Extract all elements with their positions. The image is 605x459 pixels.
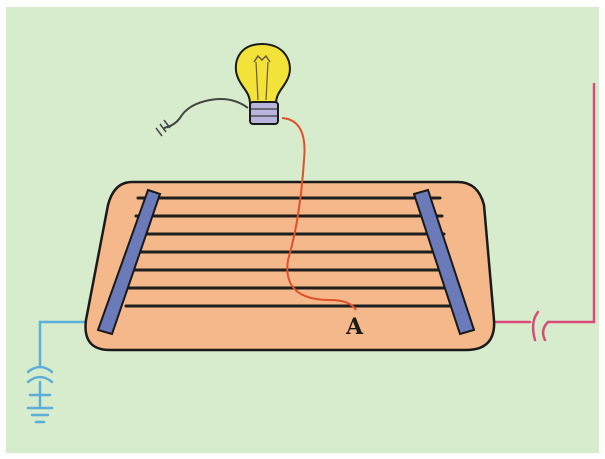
rear-window-heater [84,180,496,352]
point-a-label: A [345,314,364,340]
capacitor-symbol-icon [26,365,54,384]
ground-symbol-icon [26,393,54,424]
right-bus-bar [412,188,476,336]
probe-wire [281,117,357,311]
ground-wire [26,320,90,424]
lamp-wire [163,98,249,129]
left-bus-bar [96,188,162,336]
heater-body [84,180,496,352]
heating-elements [124,196,454,308]
wire-end-terminal-icon [155,119,171,137]
light-bulb-icon [234,42,291,125]
